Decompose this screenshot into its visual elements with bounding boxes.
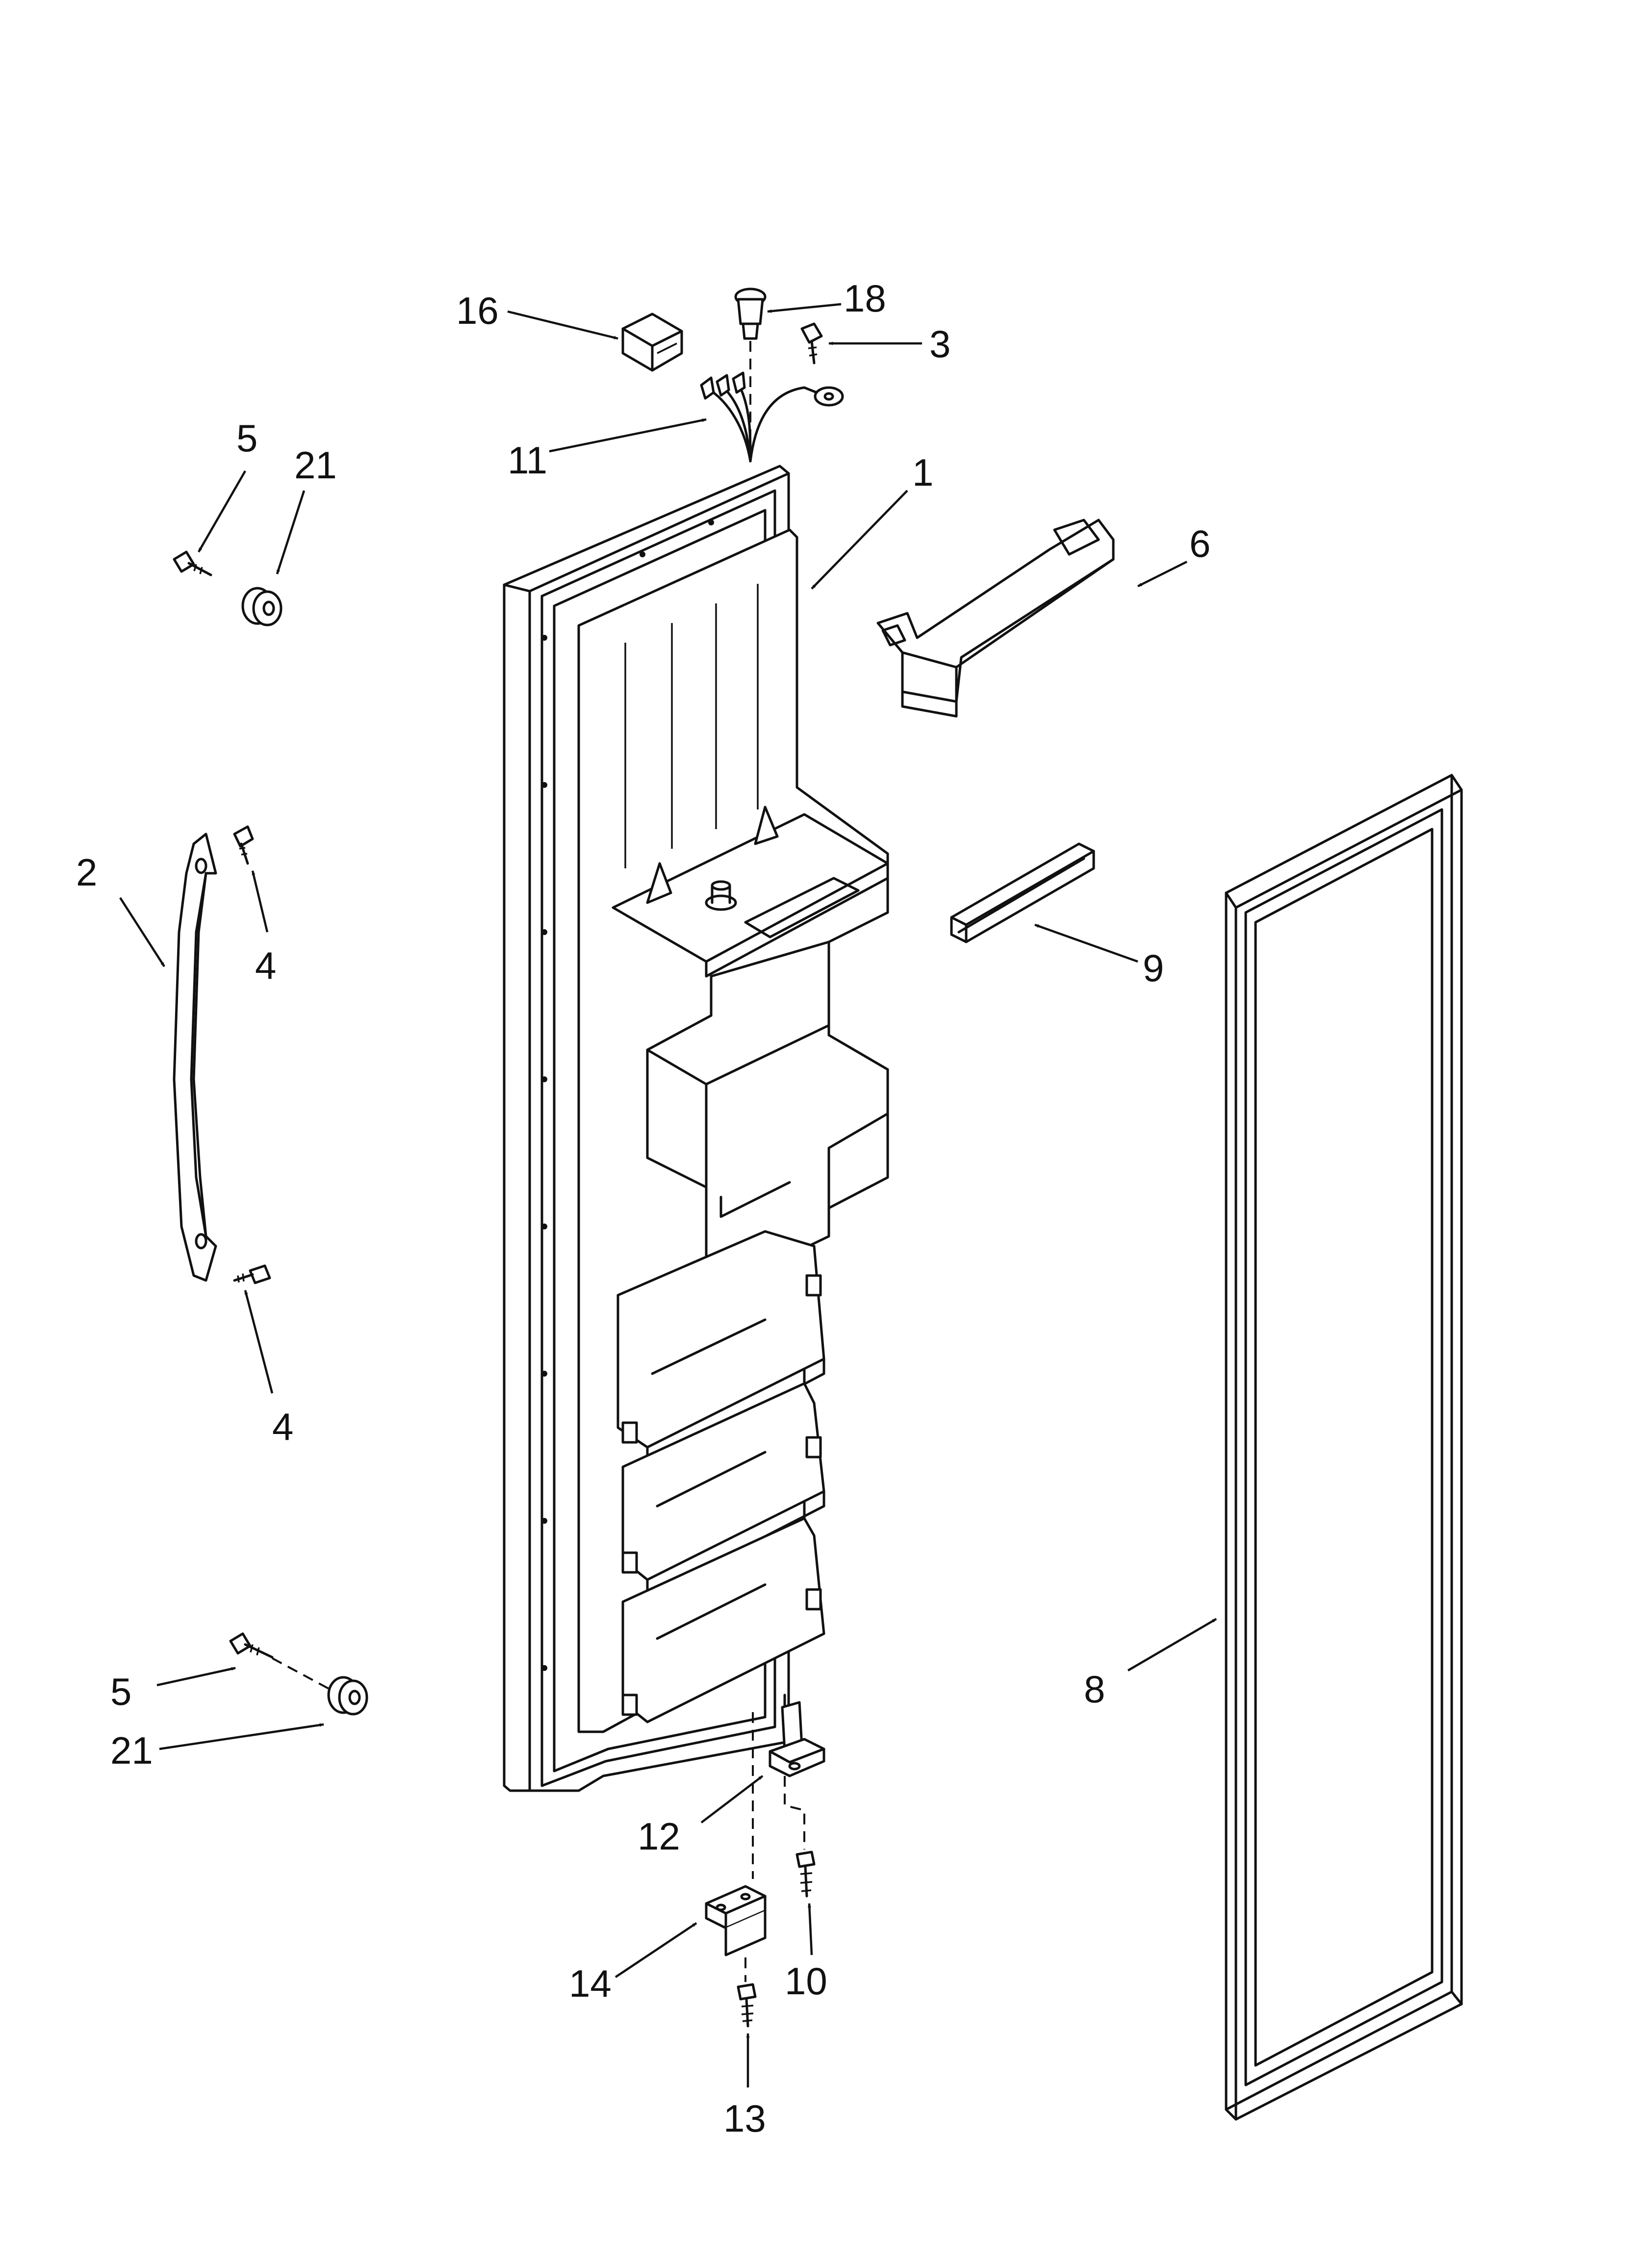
- connector-16: [621, 313, 683, 372]
- door-handle: [173, 833, 217, 1282]
- bolt-5-upper: [173, 550, 212, 576]
- plug-18: [734, 287, 767, 456]
- wire-harness-11: [700, 371, 844, 463]
- callout-2: 2: [76, 851, 97, 894]
- callout-16: 16: [456, 289, 499, 332]
- callout-10: 10: [785, 1959, 827, 2003]
- callout-21-lower: 21: [110, 1729, 153, 1772]
- callout-5-lower: 5: [110, 1670, 131, 1713]
- spacer-21-lower: [327, 1676, 368, 1716]
- screw-4-upper: [233, 825, 254, 865]
- callout-21-upper: 21: [294, 443, 337, 487]
- callout-6: 6: [1189, 522, 1210, 565]
- screw-13: [737, 1983, 757, 2028]
- door-shelves: [616, 1230, 825, 1723]
- bolt-5-lower: [229, 1632, 336, 1694]
- callout-1: 1: [912, 451, 933, 494]
- door-trim: [950, 842, 1095, 943]
- screw-4-lower: [233, 1264, 271, 1284]
- door-bin: [876, 519, 1115, 718]
- callout-8: 8: [1084, 1668, 1105, 1711]
- callout-13: 13: [723, 2097, 766, 2140]
- hinge-12: [769, 1694, 825, 1850]
- callout-5-upper: 5: [236, 417, 257, 460]
- callout-9: 9: [1143, 946, 1164, 990]
- callout-12: 12: [638, 1815, 680, 1858]
- door-gasket: [1225, 774, 1463, 2121]
- bracket-14: [705, 1885, 767, 1982]
- leader-lines: [119, 303, 1217, 2087]
- callout-3: 3: [929, 322, 950, 365]
- callout-4-lower: 4: [272, 1405, 293, 1448]
- screw-3: [800, 322, 823, 365]
- spacer-21-upper: [241, 587, 282, 626]
- callout-14: 14: [569, 1962, 612, 2005]
- screw-10: [795, 1851, 816, 1898]
- callout-labels: 16 18 3 11 1 6 9 8 5 21 2 4 4 5 21 12 10…: [76, 277, 1210, 2140]
- door-panel: [503, 465, 889, 1792]
- door-screw-dots: [541, 520, 714, 1671]
- callout-18: 18: [844, 277, 886, 320]
- callout-11: 11: [508, 439, 547, 482]
- callout-4-upper: 4: [255, 944, 276, 987]
